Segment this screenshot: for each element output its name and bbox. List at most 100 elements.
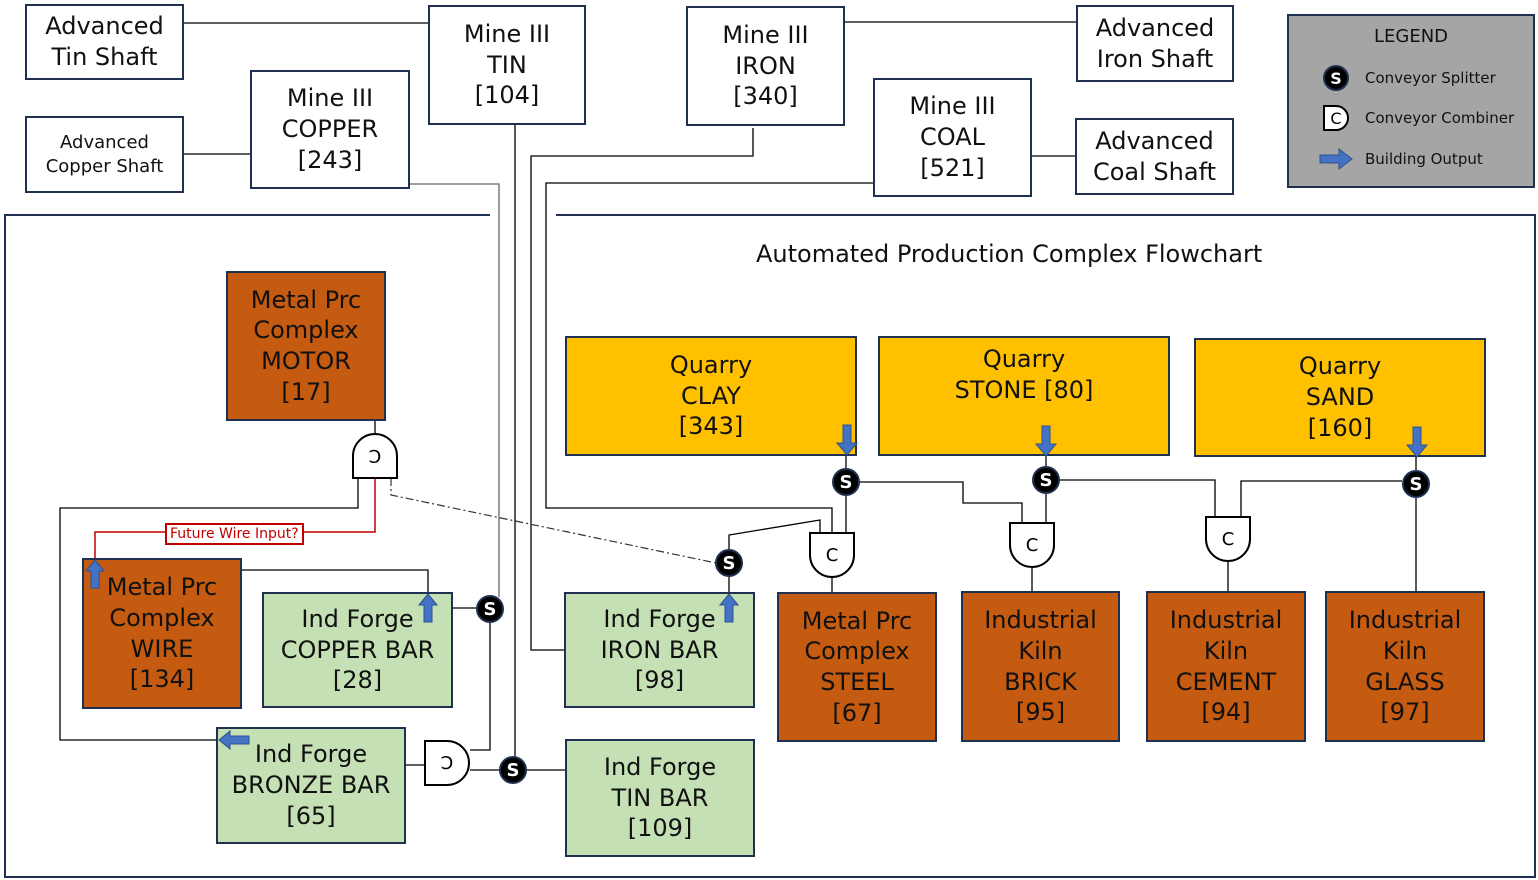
label-line: BRONZE BAR	[231, 771, 391, 800]
output-arrow-icon	[1035, 425, 1057, 457]
legend-title: LEGEND	[1373, 26, 1449, 47]
splitter-copper-bar[interactable]: S	[476, 595, 504, 623]
label-line: Ind Forge	[254, 740, 368, 769]
label-line: Metal Prc	[250, 285, 362, 314]
label-line: STEEL	[820, 668, 894, 696]
wire-motor-to-ironsplitter	[390, 478, 717, 564]
advanced-iron-shaft[interactable]: Advanced Iron Shaft	[1076, 5, 1234, 82]
combiner-steel[interactable]: C	[809, 532, 855, 578]
label-line: Industrial	[984, 606, 1097, 635]
label-line: Quarry	[669, 350, 753, 379]
label-line: GLASS	[1365, 667, 1445, 696]
label-line: STONE [80]	[954, 375, 1094, 404]
quarry-clay[interactable]: Quarry CLAY [343]	[565, 336, 857, 456]
advanced-coal-shaft[interactable]: Advanced Coal Shaft	[1075, 118, 1234, 195]
metal-complex-wire[interactable]: Metal Prc Complex WIRE [134]	[82, 558, 242, 709]
forge-bronze-bar[interactable]: Ind Forge BRONZE BAR [65]	[216, 727, 406, 844]
mine-iron[interactable]: Mine III IRON [340]	[686, 6, 845, 126]
label-line: Ind Forge	[603, 752, 717, 781]
output-arrow-icon	[85, 559, 105, 589]
quarry-sand[interactable]: Quarry SAND [160]	[1194, 338, 1486, 457]
kiln-glass[interactable]: Industrial Kiln GLASS [97]	[1325, 591, 1485, 742]
combiner-icon: C	[1319, 105, 1353, 131]
label-line: Industrial	[1169, 606, 1283, 635]
label-line: TIN	[487, 50, 527, 79]
wire-wire-to-copperbar	[241, 569, 429, 595]
wire-copper-mine	[409, 183, 500, 597]
advanced-copper-shaft[interactable]: Advanced Copper Shaft	[25, 116, 184, 193]
label-line: COPPER	[281, 115, 379, 144]
legend-item-combiner: C Conveyor Combiner	[1319, 105, 1514, 131]
splitter-iron-bar[interactable]: S	[715, 549, 743, 577]
label-line: MOTOR	[261, 347, 351, 375]
label-line: Industrial	[1348, 606, 1462, 635]
legend-label: Conveyor Combiner	[1365, 109, 1515, 127]
label-line: Kiln	[1203, 636, 1249, 665]
output-arrow-icon	[1319, 148, 1353, 170]
wire-copper-splitter-down	[470, 622, 491, 751]
output-arrow-icon	[418, 593, 438, 623]
legend-label: Conveyor Splitter	[1365, 69, 1496, 87]
splitter-tin-bar[interactable]: S	[499, 756, 527, 784]
wire-iron-mine	[530, 128, 754, 651]
label-line: Advanced	[45, 12, 164, 41]
label-line: TIN BAR	[611, 783, 709, 812]
label-line: [17]	[281, 377, 331, 406]
label-line: Metal Prc	[801, 606, 913, 635]
label-line: [67]	[832, 698, 882, 727]
label-line: Advanced	[60, 132, 149, 154]
page-title: Automated Production Complex Flowchart	[756, 240, 1263, 268]
combiner-cement[interactable]: C	[1205, 516, 1251, 562]
combiner-bronze[interactable]: C	[424, 740, 470, 786]
splitter-clay[interactable]: S	[832, 468, 860, 496]
label-line: Coal Shaft	[1092, 157, 1217, 186]
label-line: [109]	[627, 814, 693, 843]
left-frame-edge	[4, 214, 6, 878]
label-line: [94]	[1201, 698, 1251, 727]
wire-coal-mine	[545, 182, 873, 532]
label-line: IRON	[735, 51, 796, 80]
forge-iron-bar[interactable]: Ind Forge IRON BAR [98]	[564, 592, 755, 708]
metal-complex-motor[interactable]: Metal Prc Complex MOTOR [17]	[226, 271, 386, 421]
label-line: [104]	[474, 81, 540, 110]
label-line: Copper Shaft	[45, 155, 164, 177]
label-line: CEMENT	[1175, 667, 1277, 696]
output-arrow-icon	[1406, 426, 1428, 458]
label-line: [340]	[733, 82, 798, 111]
quarry-stone[interactable]: Quarry STONE [80]	[878, 336, 1170, 456]
bottom-frame-line	[4, 876, 1536, 878]
mine-coal[interactable]: Mine III COAL [521]	[873, 78, 1032, 197]
combiner-motor[interactable]: C	[352, 433, 398, 479]
forge-tin-bar[interactable]: Ind Forge TIN BAR [109]	[565, 739, 755, 857]
label-line: Quarry	[1298, 352, 1382, 381]
kiln-brick[interactable]: Industrial Kiln BRICK [95]	[961, 591, 1120, 742]
advanced-tin-shaft[interactable]: Advanced Tin Shaft	[25, 4, 184, 80]
label-line: Mine III	[463, 19, 551, 48]
label-line: CLAY	[681, 381, 741, 410]
combiner-brick[interactable]: C	[1009, 522, 1055, 568]
legend: LEGEND S Conveyor Splitter C Conveyor Co…	[1287, 14, 1535, 188]
legend-label: Building Output	[1365, 150, 1483, 168]
kiln-cement[interactable]: Industrial Kiln CEMENT [94]	[1146, 591, 1306, 742]
mine-copper[interactable]: Mine III COPPER [243]	[250, 70, 410, 189]
legend-item-splitter: S Conveyor Splitter	[1319, 65, 1496, 91]
output-arrow-icon	[836, 424, 858, 456]
splitter-stone[interactable]: S	[1032, 466, 1060, 494]
label-line: Iron Shaft	[1096, 44, 1214, 73]
label-line: [97]	[1380, 698, 1430, 727]
label-line: Kiln	[1018, 636, 1063, 665]
wire-ironsplit-to-steel	[728, 519, 821, 550]
label-line: Mine III	[909, 92, 996, 121]
label-line: Metal Prc	[106, 573, 218, 602]
label-line: Complex	[253, 316, 359, 345]
label-line: Complex	[109, 603, 215, 632]
wire-bronze-to-motor	[59, 478, 359, 741]
future-wire-input-note: Future Wire Input?	[165, 523, 304, 545]
label-line: [134]	[129, 665, 195, 694]
metal-complex-steel[interactable]: Metal Prc Complex STEEL [67]	[777, 592, 937, 742]
splitter-sand[interactable]: S	[1402, 470, 1430, 498]
forge-copper-bar[interactable]: Ind Forge COPPER BAR [28]	[262, 592, 453, 708]
label-line: WIRE	[130, 634, 194, 663]
mine-tin[interactable]: Mine III TIN [104]	[428, 5, 586, 125]
